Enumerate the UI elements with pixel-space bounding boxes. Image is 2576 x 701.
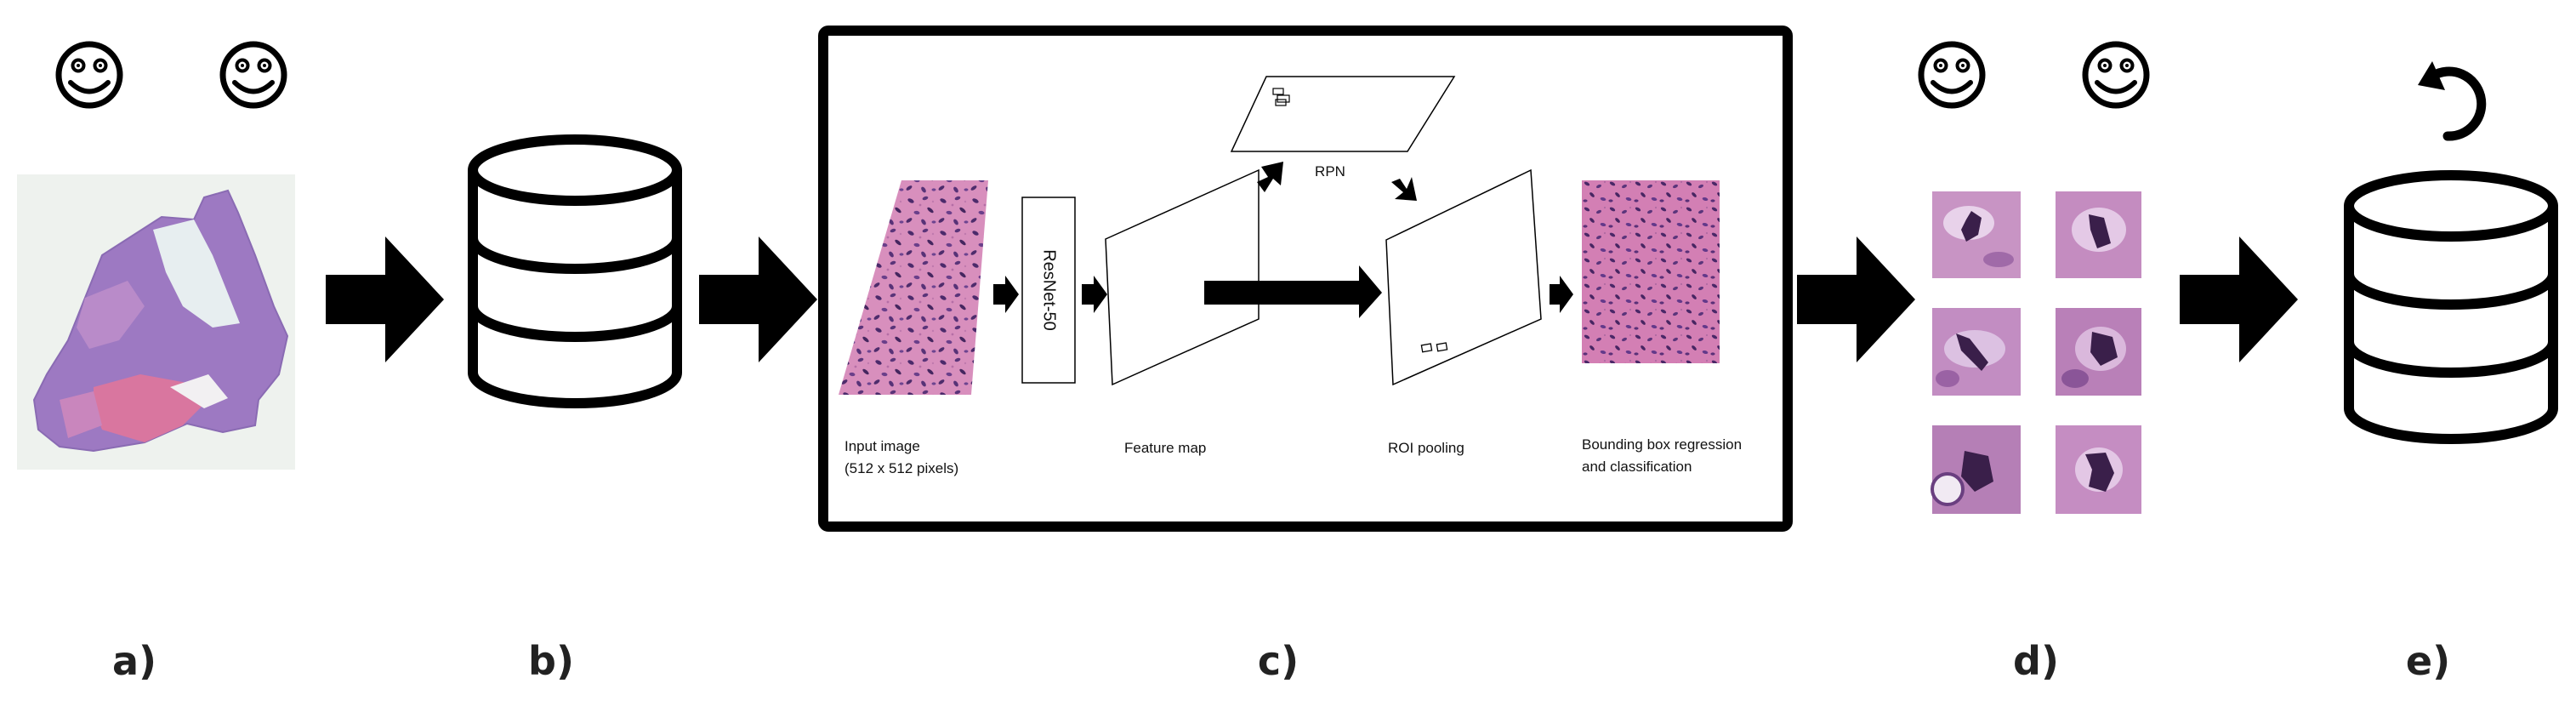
mitosis-patch bbox=[1932, 308, 2021, 396]
arrow-right-icon bbox=[1082, 276, 1107, 313]
input-caption-2: (512 x 512 pixels) bbox=[844, 460, 958, 476]
mitosis-patch bbox=[1932, 191, 2021, 278]
arrow-down-icon bbox=[1391, 177, 1417, 201]
feature-map-caption: Feature map bbox=[1124, 440, 1206, 456]
input-caption-1: Input image bbox=[844, 438, 920, 454]
input-image bbox=[839, 180, 988, 395]
smiley-face-icon bbox=[2085, 44, 2147, 105]
whole-slide-image bbox=[17, 174, 295, 470]
database-icon bbox=[2349, 175, 2553, 439]
faster-rcnn-frame bbox=[818, 26, 1793, 532]
panel-label-d: d) bbox=[2013, 638, 2059, 684]
panel-b: b) bbox=[473, 140, 677, 684]
mitosis-patch-grid bbox=[1931, 191, 2141, 514]
panel-label-e: e) bbox=[2406, 638, 2450, 684]
arrow-right-icon bbox=[326, 237, 444, 362]
arrow-up-icon bbox=[1257, 162, 1283, 192]
panel-label-b: b) bbox=[528, 638, 574, 684]
mitosis-patch bbox=[2056, 191, 2141, 278]
output-caption-2: and classification bbox=[1582, 459, 1692, 475]
resnet-block bbox=[1021, 197, 1076, 384]
smiley-face-icon bbox=[1921, 44, 1982, 105]
arrow-right-icon bbox=[699, 237, 817, 362]
panel-d: d) bbox=[1921, 44, 2147, 684]
resnet-label: ResNet-50 bbox=[1040, 249, 1059, 331]
arrow-right-icon bbox=[1797, 237, 1915, 362]
arrow-right-icon bbox=[993, 276, 1019, 313]
panel-label-a: a) bbox=[112, 638, 156, 684]
arrow-right-icon bbox=[1204, 265, 1382, 318]
arrow-right-icon bbox=[1550, 276, 1573, 313]
database-icon bbox=[473, 140, 677, 403]
arrow-right-icon bbox=[2180, 237, 2298, 362]
panel-e: e) bbox=[2349, 61, 2553, 684]
output-image bbox=[1582, 180, 1720, 363]
roi-pooling-plane bbox=[1385, 168, 1542, 386]
refresh-icon bbox=[2418, 61, 2487, 141]
smiley-face-icon bbox=[223, 44, 284, 105]
panel-a: a) bbox=[17, 44, 295, 684]
mitosis-patch bbox=[2056, 425, 2141, 514]
output-caption-1: Bounding box regression bbox=[1582, 436, 1742, 453]
roi-pooling-caption: ROI pooling bbox=[1388, 440, 1464, 456]
smiley-face-icon bbox=[59, 44, 120, 105]
panel-label-c: c) bbox=[1258, 638, 1299, 684]
mitosis-patch bbox=[2056, 308, 2141, 396]
mitosis-patch bbox=[1931, 425, 2021, 514]
feature-map bbox=[1105, 168, 1260, 386]
panel-c: ResNet-50 RPN Input image (512 x 512 pix… bbox=[818, 26, 1793, 684]
rpn-label: RPN bbox=[1315, 163, 1345, 180]
